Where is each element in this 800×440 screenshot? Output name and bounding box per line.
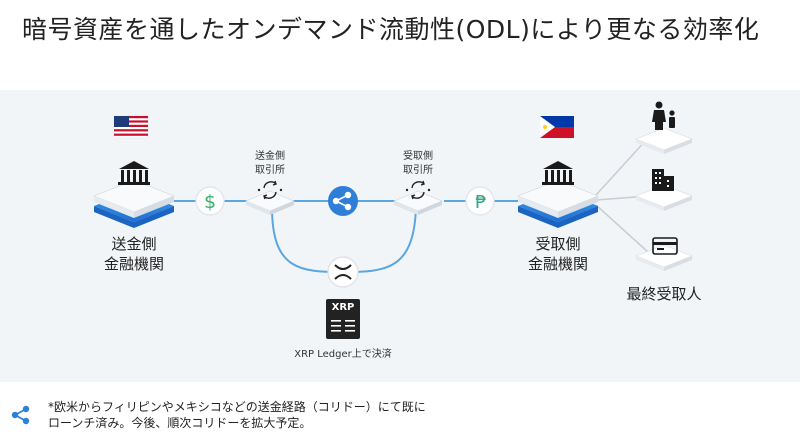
building-icon bbox=[652, 169, 674, 191]
sender-bank-label: 送金側金融機関 bbox=[103, 235, 164, 273]
page-title: 暗号資産を通したオンデマンド流動性(ODL)により更なる効率化 bbox=[22, 15, 760, 44]
building-platform bbox=[634, 184, 694, 211]
ripple-logo-icon bbox=[11, 405, 30, 425]
family-platform bbox=[634, 127, 694, 154]
ripple-x-icon bbox=[327, 256, 359, 288]
receiver-exchange-platform bbox=[392, 190, 444, 215]
receiver-bank-platform bbox=[516, 179, 600, 228]
card-platform bbox=[634, 244, 694, 271]
sender-bank-platform bbox=[92, 179, 176, 228]
sender-exchange-platform bbox=[244, 190, 296, 215]
xrp-ledger-badge bbox=[326, 299, 360, 339]
ph-flag-icon bbox=[540, 116, 574, 138]
receiver-exchange-label: 受取側取引所 bbox=[403, 151, 433, 176]
xrp-coin-icon bbox=[328, 186, 358, 216]
bank-icon bbox=[542, 161, 574, 185]
svg-text:₱: ₱ bbox=[475, 192, 486, 213]
exchange-sync-icon bbox=[411, 180, 425, 200]
bank-icon bbox=[118, 161, 150, 185]
footer-note: *欧米からフィリピンやメキシコなどの送金経路（コリドー）にて既に ローンチ済み。… bbox=[48, 400, 426, 430]
us-flag-icon bbox=[113, 115, 149, 139]
final-recipient-label: 最終受取人 bbox=[626, 285, 702, 303]
family-icon bbox=[652, 101, 675, 130]
peso-icon: ₱ bbox=[465, 186, 495, 216]
dollar-icon: $ bbox=[195, 186, 225, 216]
dots-icon bbox=[257, 188, 283, 192]
svg-text:$: $ bbox=[204, 191, 216, 213]
exchange-sync-icon bbox=[263, 180, 277, 200]
dots-icon bbox=[405, 188, 431, 192]
xrp-badge-label: XRP bbox=[331, 302, 355, 313]
receiver-bank-label: 受取側金融機関 bbox=[527, 235, 588, 273]
sender-exchange-label: 送金側取引所 bbox=[255, 151, 285, 176]
credit-card-icon bbox=[652, 237, 678, 255]
ledger-caption: XRP Ledger上で決済 bbox=[294, 349, 392, 360]
